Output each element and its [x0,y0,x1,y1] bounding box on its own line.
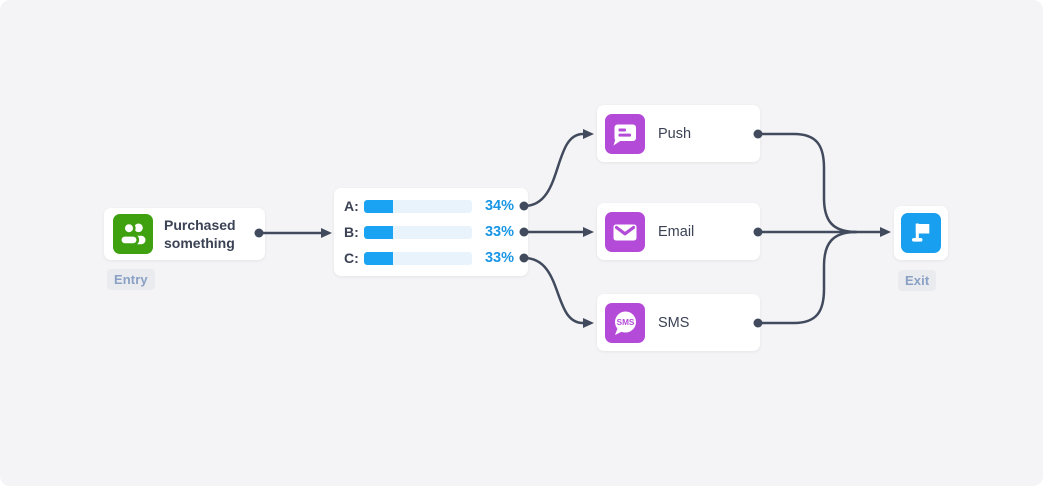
email-icon [605,211,645,252]
arrowhead-into-email [583,227,594,237]
arrowhead-into-sms [583,318,594,328]
split-bar-fill [364,225,393,239]
split-bar-track [364,199,472,213]
sms-icon-text: SMS [617,318,635,327]
push-notification-icon [605,113,645,154]
email-node[interactable]: Email [597,203,760,260]
split-bar-fill [364,251,393,265]
split-row-a: A: 34% [344,198,514,214]
split-row-b-label: B: [344,224,359,240]
entry-node-label: Purchased something [164,217,236,251]
push-node-label: Push [658,125,692,142]
split-row-c-percent: 33% [484,250,514,266]
edge-split-a-to-push [522,132,585,208]
split-row-c-label: C: [344,250,359,266]
split-row-a-percent: 34% [484,198,514,214]
split-row-c: C: 33% [344,250,514,266]
entry-badge: Entry [107,269,155,290]
split-row-b-percent: 33% [484,224,514,240]
flag-icon [901,213,941,253]
split-bar-track [364,225,472,239]
exit-badge: Exit [898,270,937,291]
split-node[interactable]: A: 34% B: 33% C: 33% [334,188,528,276]
split-row-a-label: A: [344,198,359,214]
sms-node-label: SMS [658,314,690,331]
exit-node[interactable] [894,206,948,260]
email-node-label: Email [658,223,695,240]
split-bar-fill [364,199,394,213]
push-node[interactable]: Push [597,105,760,162]
sms-node[interactable]: SMS SMS [597,294,760,351]
edge-split-c-to-sms [522,256,585,325]
arrowhead-into-exit [880,227,891,237]
arrowhead-into-push [583,129,594,139]
users-icon [113,214,153,254]
arrowhead-into-split [321,228,332,238]
sms-bubble-icon: SMS [605,302,645,343]
edge-push-to-exit [756,132,858,234]
edge-sms-to-exit [756,230,858,325]
entry-node[interactable]: Purchased something [104,208,265,260]
split-row-b: B: 33% [344,224,514,240]
split-bar-track [364,251,472,265]
